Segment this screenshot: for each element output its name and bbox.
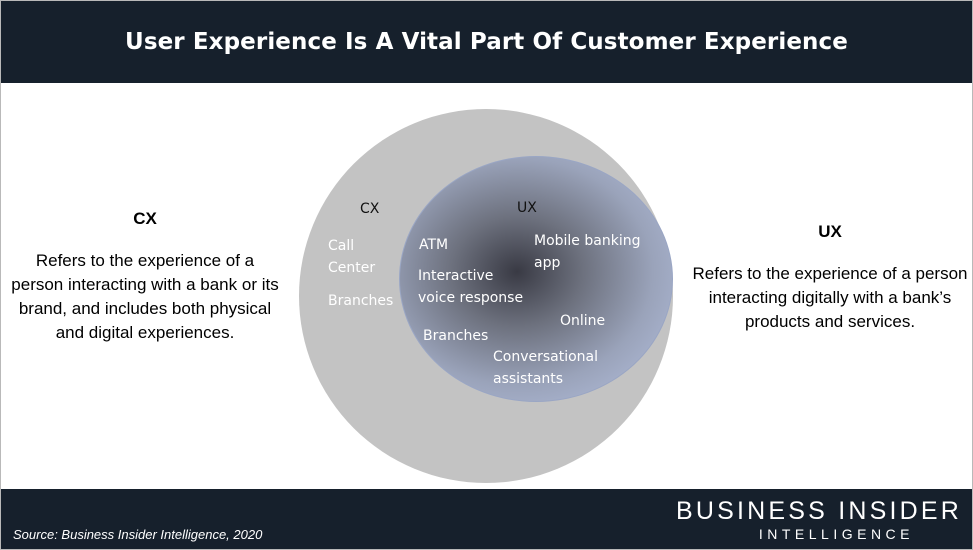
- footer-bar: Source: Business Insider Intelligence, 2…: [1, 489, 972, 549]
- page-title: User Experience Is A Vital Part Of Custo…: [125, 29, 848, 55]
- diagram-item-ivr: Interactive voice response: [418, 268, 524, 306]
- brand-logo-sub: INTELLIGENCE: [758, 526, 914, 542]
- diagram-item-conversational-assistants: Conversational assistants: [493, 349, 599, 387]
- cx-panel-title: CX: [133, 209, 157, 228]
- ux-panel-title: UX: [818, 222, 842, 241]
- ux-panel-body: Refers to the experience of a person int…: [692, 264, 968, 331]
- cx-panel-body: Refers to the experience of a person int…: [11, 251, 279, 342]
- source-note: Source: Business Insider Intelligence, 2…: [13, 527, 263, 542]
- diagram-item-atm: ATM: [419, 237, 449, 253]
- diagram-item-branches-inner: Branches: [423, 328, 489, 344]
- diagram-item-online: Online: [560, 313, 606, 329]
- cx-description-panel: CX Refers to the experience of a person …: [11, 207, 279, 345]
- ux-circle-label: UX: [517, 200, 537, 216]
- diagram-item-mobile-banking: Mobile banking app: [534, 233, 641, 271]
- ux-description-panel: UX Refers to the experience of a person …: [691, 220, 969, 334]
- cx-circle-label: CX: [360, 201, 380, 217]
- header-bar: User Experience Is A Vital Part Of Custo…: [1, 1, 972, 83]
- brand-logo-main: BUSINESS INSIDER: [676, 497, 962, 525]
- ux-inner-circle: [399, 156, 673, 402]
- diagram-item-branches-outer: Branches: [328, 293, 394, 309]
- diagram-item-call-center: Call Center: [328, 238, 376, 276]
